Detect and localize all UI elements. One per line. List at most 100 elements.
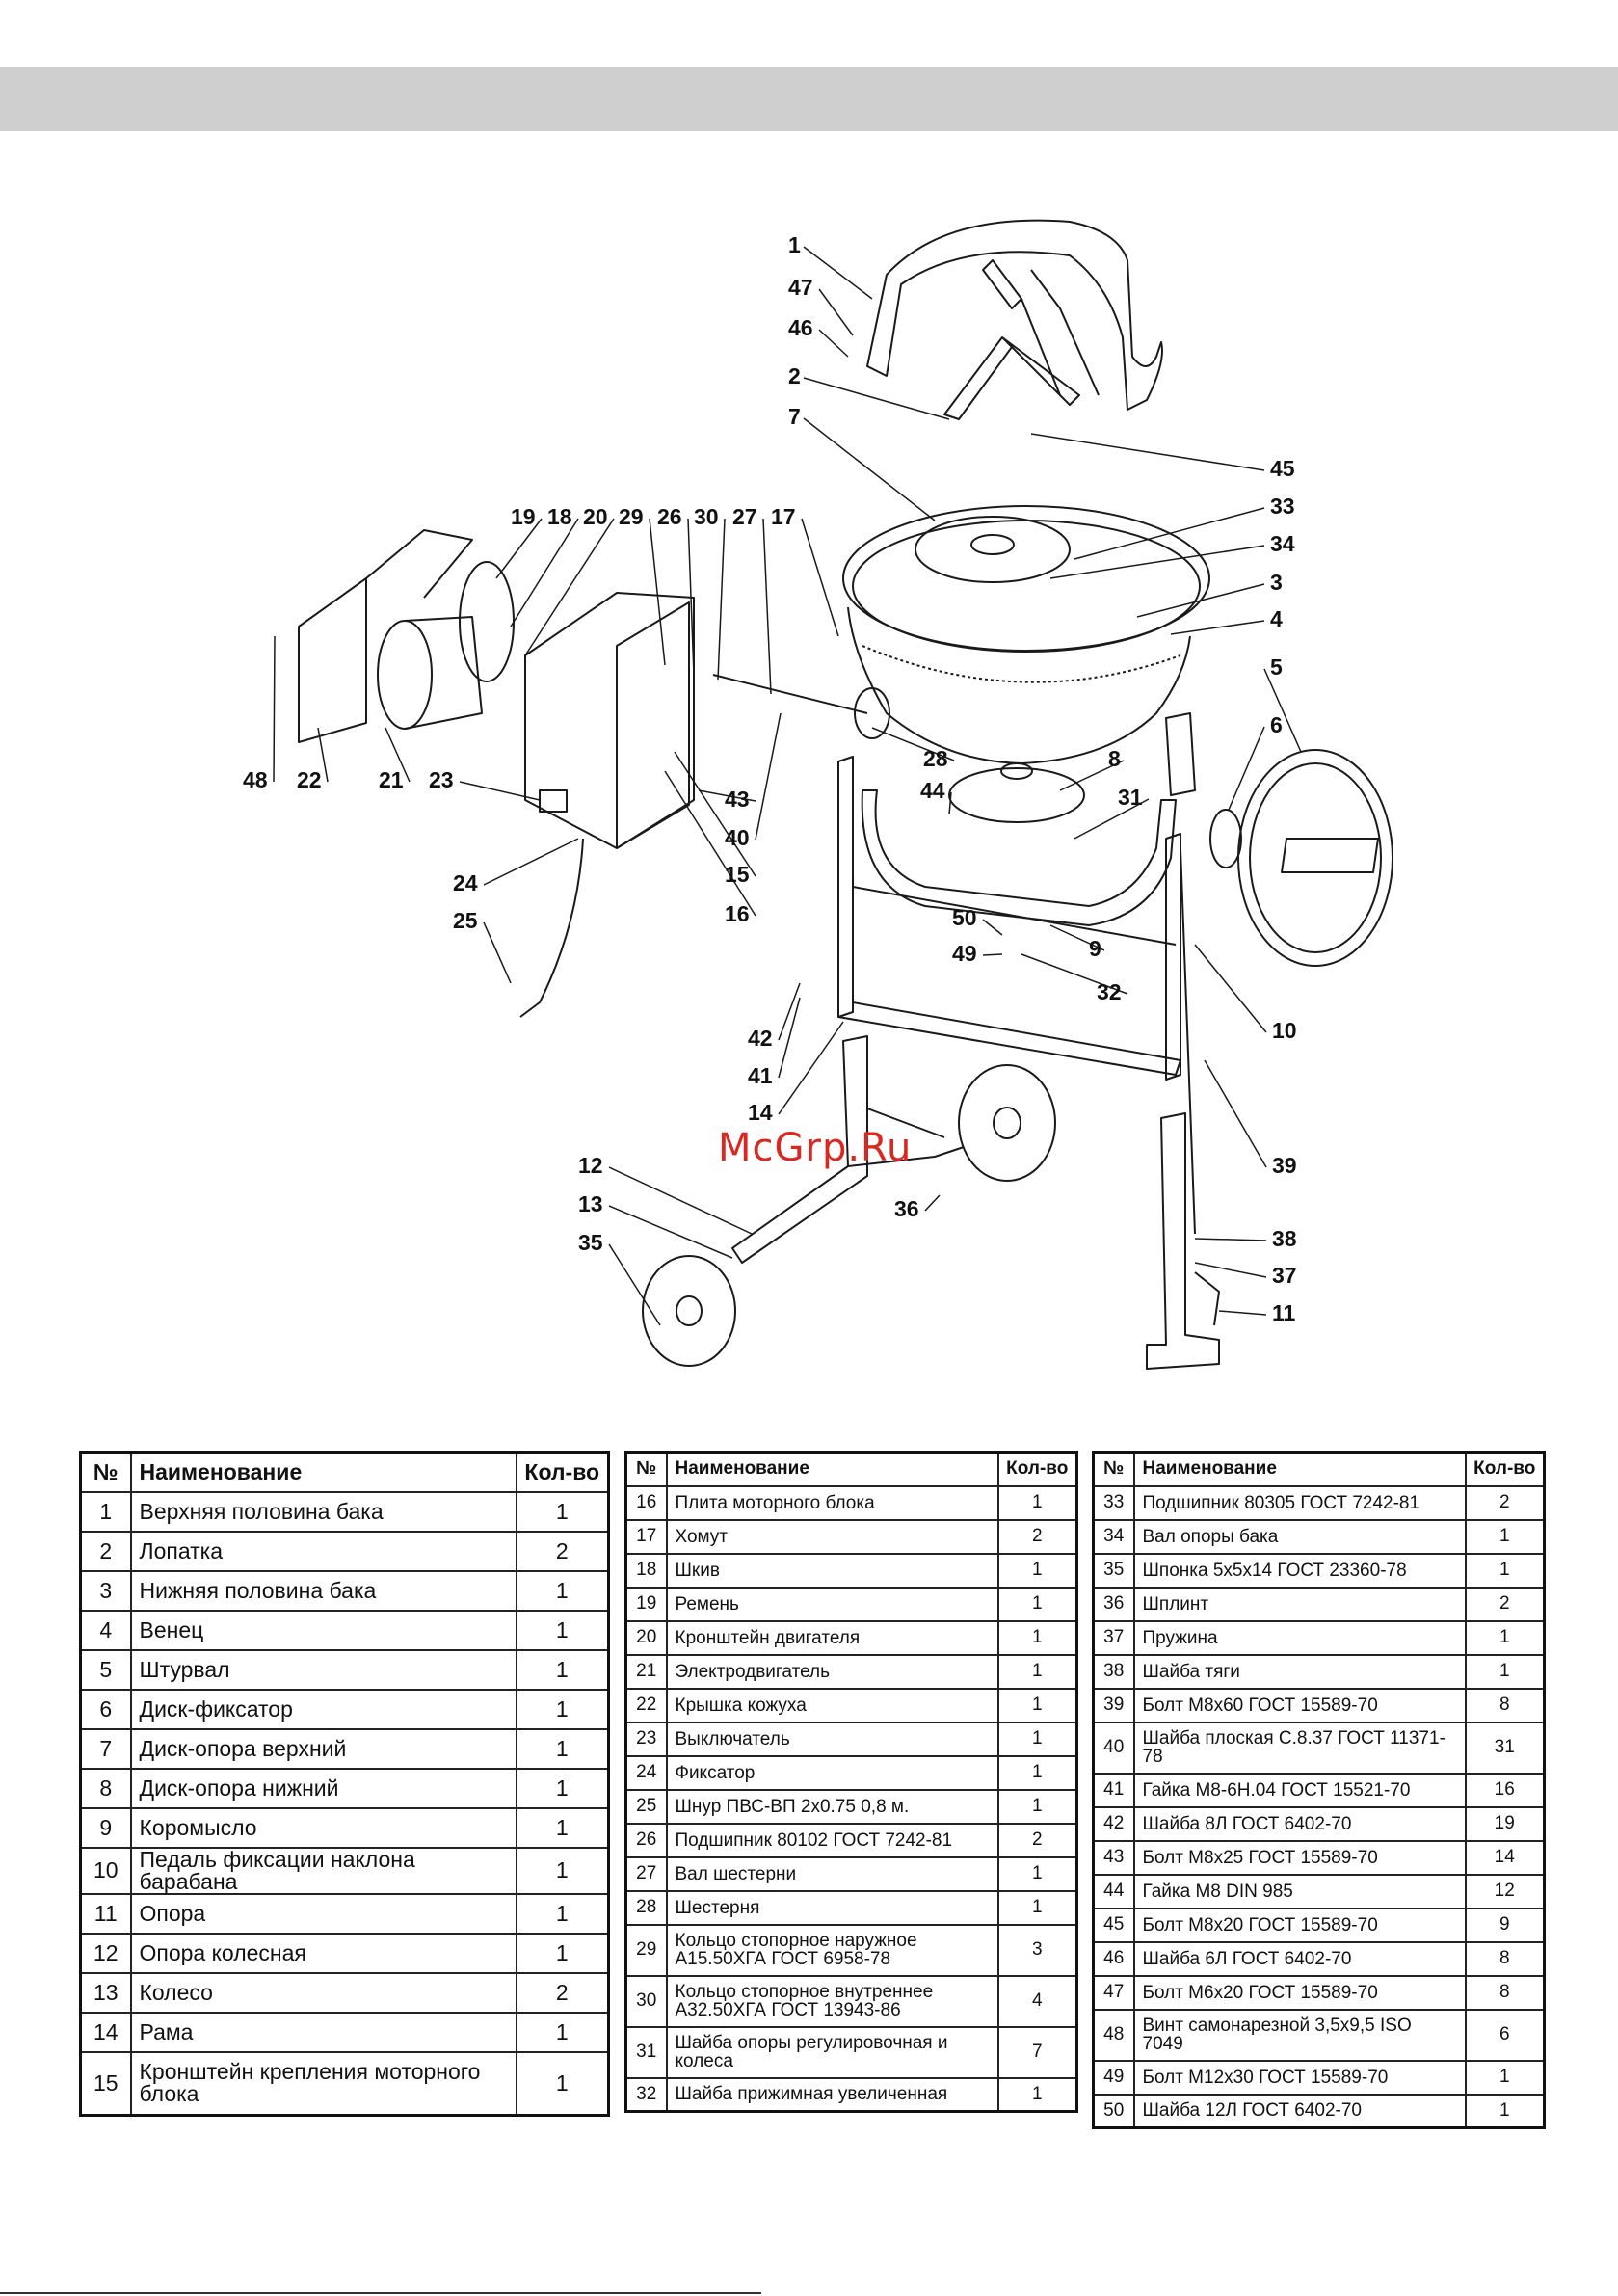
part-quantity: 4 — [996, 1974, 1078, 2028]
part-quantity: 1 — [515, 1569, 610, 1612]
motor-body-shape — [404, 616, 483, 730]
part-number: 16 — [624, 1484, 668, 1521]
part-quantity: 8 — [1464, 1940, 1546, 1977]
callout-label: 25 — [453, 908, 478, 933]
pedal-shape — [1180, 847, 1220, 1326]
callout-leader-line — [1049, 545, 1265, 579]
callout-leader-line — [801, 518, 839, 637]
part-number: 6 — [79, 1688, 132, 1730]
callout-label: 27 — [732, 504, 757, 529]
part-number: 49 — [1092, 2059, 1135, 2096]
part-quantity: 1 — [996, 1855, 1078, 1892]
part-number: 1 — [79, 1490, 132, 1533]
callout-leader-line — [762, 518, 772, 695]
part-name: Педаль фиксации наклона барабана — [129, 1846, 517, 1895]
callout-leader-line — [1228, 726, 1265, 811]
part-number: 40 — [1092, 1721, 1135, 1775]
frame-shape — [837, 756, 1181, 1081]
part-quantity: 1 — [515, 1846, 610, 1895]
callout-leader-line — [803, 417, 936, 521]
part-quantity: 1 — [515, 1609, 610, 1651]
ring-gear-shape — [862, 645, 1181, 683]
part-quantity: 1 — [1464, 1552, 1546, 1589]
motor-shape — [377, 620, 433, 730]
callout-label: 17 — [771, 504, 796, 529]
pedal-bracket-shape — [1165, 712, 1196, 796]
part-quantity: 2 — [1464, 1586, 1546, 1622]
part-number: 26 — [624, 1822, 668, 1858]
callout-leader-line — [755, 712, 782, 841]
part-name: Электродвигатель — [665, 1653, 999, 1690]
callout-leader-line — [778, 1021, 844, 1115]
header-name: Наименование — [129, 1451, 517, 1493]
part-number: 10 — [79, 1846, 132, 1895]
callout-label: 29 — [619, 504, 644, 529]
part-number: 23 — [624, 1721, 668, 1757]
part-quantity: 7 — [996, 2025, 1078, 2079]
part-quantity: 1 — [515, 1932, 610, 1974]
callout-leader-line — [459, 781, 541, 801]
callout-label: 48 — [243, 767, 268, 792]
callout-leader-line — [664, 770, 756, 917]
callout-leader-line — [982, 919, 1003, 936]
yoke-shape — [861, 789, 1177, 926]
part-name: Кронштейн крепления моторного блока — [129, 2050, 517, 2117]
part-number: 31 — [624, 2025, 668, 2079]
callout-label: 44 — [920, 778, 945, 803]
part-name: Болт М6х20 ГОСТ 15589-70 — [1132, 1974, 1467, 2011]
callout-leader-line — [608, 1205, 733, 1259]
callout-leader-line — [317, 727, 329, 783]
callout-label: 42 — [748, 1026, 773, 1051]
callout-leader-line — [1030, 433, 1265, 471]
callout-label: 11 — [1272, 1300, 1296, 1325]
callout-label: 37 — [1272, 1263, 1297, 1288]
part-quantity: 16 — [1464, 1772, 1546, 1808]
drum-rim-inner-shape — [852, 520, 1201, 653]
gear-shaft-shape — [712, 674, 868, 714]
part-number: 25 — [624, 1788, 668, 1825]
callout-leader-line — [608, 1243, 661, 1326]
part-name: Вал шестерни — [665, 1855, 999, 1892]
callout-label: 10 — [1272, 1018, 1297, 1043]
callout-leader-line — [1021, 953, 1128, 995]
part-name: Шкив — [665, 1552, 999, 1589]
part-name: Диск-опора нижний — [129, 1767, 517, 1809]
part-number: 9 — [79, 1806, 132, 1849]
part-name: Кронштейн двигателя — [665, 1619, 999, 1656]
callout-leader-line — [483, 921, 512, 984]
callout-label: 24 — [453, 870, 478, 895]
cover-shape — [298, 529, 473, 743]
part-quantity: 1 — [515, 2050, 610, 2117]
footer-line — [0, 2292, 761, 2294]
pulley-shape — [459, 561, 515, 682]
callout-leader-line — [1074, 798, 1150, 840]
callout-label: 28 — [923, 746, 948, 771]
part-quantity: 1 — [996, 2076, 1078, 2113]
part-quantity: 1 — [996, 1687, 1078, 1723]
callout-label: 12 — [578, 1153, 603, 1178]
header-qty: Кол-во — [1464, 1451, 1546, 1487]
pinion-gear-shape — [854, 687, 890, 739]
part-quantity: 2 — [996, 1822, 1078, 1858]
